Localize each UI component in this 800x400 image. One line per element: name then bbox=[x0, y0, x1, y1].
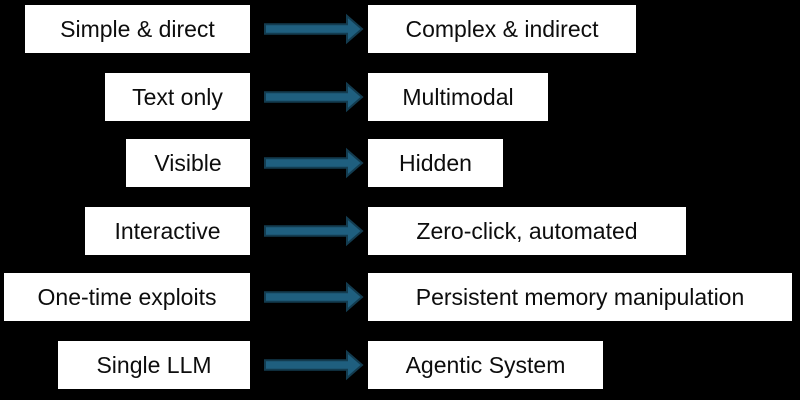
diagram-row: Interactive Zero-click, automated bbox=[0, 207, 800, 255]
target-label: Complex & indirect bbox=[405, 15, 599, 42]
target-label: Hidden bbox=[399, 149, 472, 176]
diagram-row: Simple & direct Complex & indirect bbox=[0, 5, 800, 53]
source-label: Visible bbox=[154, 149, 222, 176]
target-box: Complex & indirect bbox=[368, 5, 636, 53]
source-label: Interactive bbox=[114, 217, 221, 244]
target-label: Persistent memory manipulation bbox=[415, 283, 745, 310]
target-box: Persistent memory manipulation bbox=[368, 273, 792, 321]
source-label: Single LLM bbox=[96, 351, 212, 378]
source-label: Text only bbox=[132, 83, 223, 110]
right-arrow-icon bbox=[264, 13, 364, 45]
diagram-row: Text only Multimodal bbox=[0, 73, 800, 121]
diagram-row: One-time exploits Persistent memory mani… bbox=[0, 273, 800, 321]
target-box: Hidden bbox=[368, 139, 503, 187]
right-arrow-icon bbox=[264, 81, 364, 113]
source-box: Simple & direct bbox=[25, 5, 250, 53]
right-arrow-icon bbox=[264, 147, 364, 179]
target-box: Zero-click, automated bbox=[368, 207, 686, 255]
target-label: Zero-click, automated bbox=[416, 217, 638, 244]
source-box: One-time exploits bbox=[4, 273, 250, 321]
source-box: Single LLM bbox=[58, 341, 250, 389]
right-arrow-icon bbox=[264, 349, 364, 381]
source-box: Text only bbox=[105, 73, 250, 121]
target-box: Agentic System bbox=[368, 341, 603, 389]
right-arrow-icon bbox=[264, 281, 364, 313]
source-label: Simple & direct bbox=[60, 15, 215, 42]
diagram-row: Visible Hidden bbox=[0, 139, 800, 187]
diagram-row: Single LLM Agentic System bbox=[0, 341, 800, 389]
right-arrow-icon bbox=[264, 215, 364, 247]
target-label: Multimodal bbox=[402, 83, 514, 110]
source-box: Interactive bbox=[85, 207, 250, 255]
target-label: Agentic System bbox=[405, 351, 566, 378]
source-box: Visible bbox=[126, 139, 250, 187]
source-label: One-time exploits bbox=[37, 283, 217, 310]
target-box: Multimodal bbox=[368, 73, 548, 121]
